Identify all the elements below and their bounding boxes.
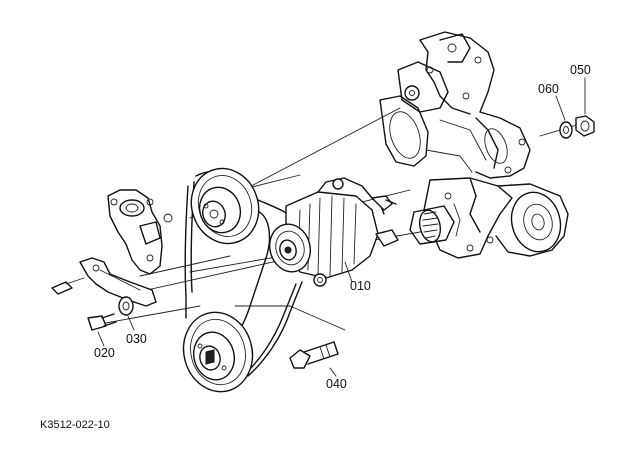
washer-060: [555, 95, 573, 139]
bolt-040: [289, 341, 339, 377]
washer-030: [118, 296, 135, 331]
callout-030: 030: [126, 332, 147, 346]
callout-010: 010: [350, 279, 371, 293]
bolt-020: [87, 313, 117, 347]
fan-pulley: [190, 167, 260, 245]
callout-040: 040: [326, 377, 347, 391]
callout-020: 020: [94, 346, 115, 360]
crank-pulley: [182, 311, 254, 393]
nut-050: [575, 77, 595, 137]
callout-060: 060: [538, 82, 559, 96]
adjusting-plate: [51, 257, 157, 307]
alternator-010: [269, 177, 399, 287]
engine-gear-case: [379, 31, 531, 179]
crankcase-housing: [409, 177, 569, 259]
water-flange-bracket: [107, 189, 173, 275]
callout-050: 050: [570, 63, 591, 77]
drawing-code: K3512-022-10: [40, 419, 110, 431]
